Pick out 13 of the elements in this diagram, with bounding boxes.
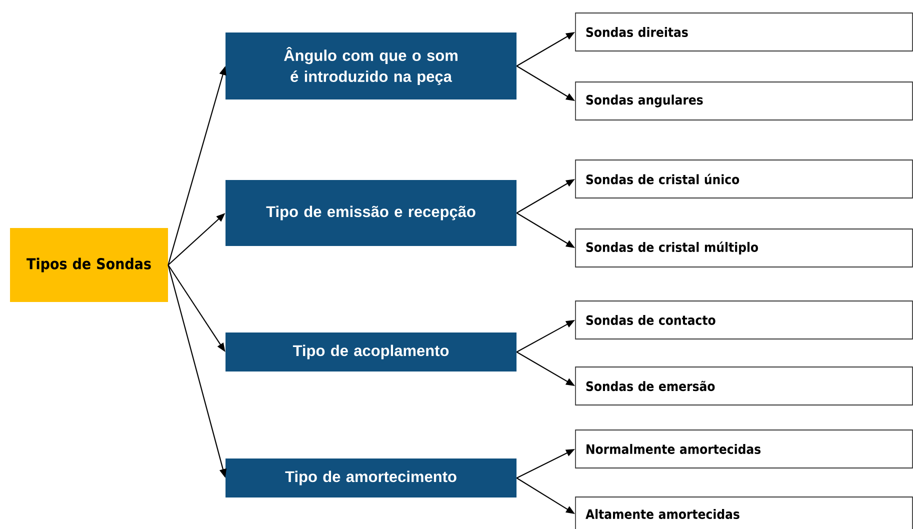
leaf-box: Normalmente amortecidas <box>575 430 913 468</box>
category-box: Tipo de acoplamento <box>226 332 516 372</box>
root-box: Tipos de Sondas <box>10 228 168 302</box>
leaf-box: Sondas angulares <box>575 82 913 120</box>
leaf-box: Sondas de cristal múltiplo <box>575 228 913 268</box>
leaf-box: Sondas de contacto <box>575 300 913 340</box>
leaf-box: Sondas de emersão <box>575 366 913 406</box>
leaf-box: Sondas direitas <box>575 12 913 52</box>
category-box: Ângulo com que o som é introduzido na peça <box>226 32 516 100</box>
category-box: Tipo de emissão e recepção <box>226 180 516 246</box>
leaf-box: Altamente amortecidas <box>575 496 913 529</box>
category-box: Tipo de amortecimento <box>226 458 516 498</box>
leaf-box: Sondas de cristal único <box>575 160 913 198</box>
